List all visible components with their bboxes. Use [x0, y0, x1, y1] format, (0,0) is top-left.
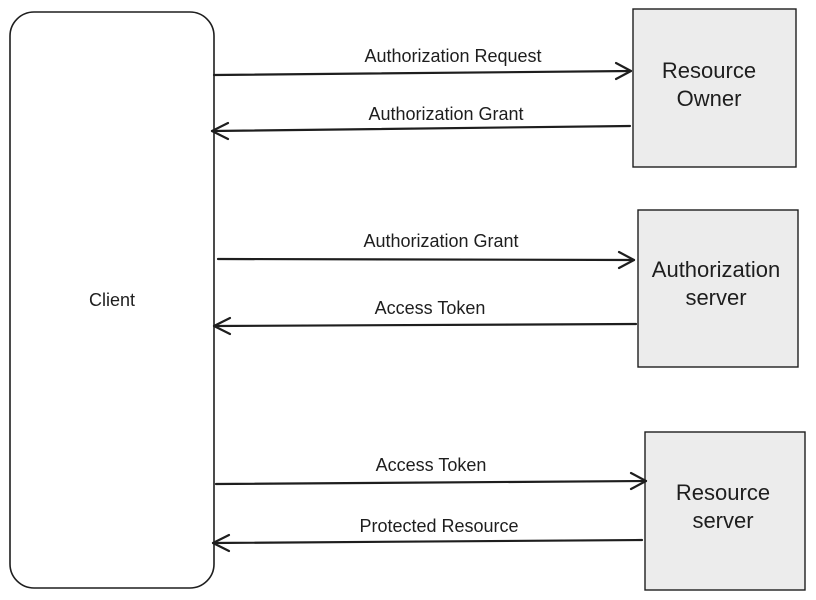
protected-resource-line	[211, 538, 644, 545]
authorization-grant-send-label: Authorization Grant	[363, 231, 518, 251]
access-token-send-label: Access Token	[376, 455, 487, 475]
authorization-request-label: Authorization Request	[364, 46, 541, 66]
access-token-return-line	[212, 322, 638, 328]
client-node: Client	[9, 11, 215, 589]
access-token-return-arrow: Access Token	[212, 298, 638, 336]
authorization-grant-return-line	[210, 124, 632, 133]
resource-owner-box	[632, 8, 797, 168]
client-label: Client	[89, 290, 135, 310]
authorization-server-label-line1: Authorization	[652, 257, 780, 282]
authorization-request-line	[212, 69, 633, 77]
access-token-send-line	[214, 479, 648, 486]
resource-server-label-line2: server	[692, 508, 753, 533]
authorization-grant-send-line	[216, 257, 636, 262]
authorization-server-box	[637, 209, 799, 368]
protected-resource-arrow: Protected Resource	[211, 516, 644, 553]
arrow-left-icon	[211, 533, 231, 553]
resource-server-box	[644, 431, 806, 591]
arrow-left-icon	[212, 316, 232, 336]
arrow-left-icon	[210, 121, 230, 141]
resource-owner-label-line1: Resource	[662, 58, 756, 83]
authorization-server-label-line2: server	[685, 285, 746, 310]
client-box	[9, 11, 215, 589]
authorization-grant-return-arrow: Authorization Grant	[210, 104, 632, 141]
authorization-grant-send-arrow: Authorization Grant	[216, 231, 636, 270]
authorization-request-arrow: Authorization Request	[212, 46, 633, 81]
resource-owner-node: Resource Owner	[632, 8, 797, 168]
arrow-right-icon	[629, 471, 648, 491]
arrow-right-icon	[617, 250, 636, 270]
authorization-server-node: Authorization server	[637, 209, 799, 368]
protected-resource-label: Protected Resource	[359, 516, 518, 536]
access-token-return-label: Access Token	[375, 298, 486, 318]
arrow-right-icon	[614, 61, 633, 81]
resource-owner-label-line2: Owner	[677, 86, 742, 111]
access-token-send-arrow: Access Token	[214, 455, 648, 491]
resource-server-node: Resource server	[644, 431, 806, 591]
authorization-grant-return-label: Authorization Grant	[368, 104, 523, 124]
resource-server-label-line1: Resource	[676, 480, 770, 505]
